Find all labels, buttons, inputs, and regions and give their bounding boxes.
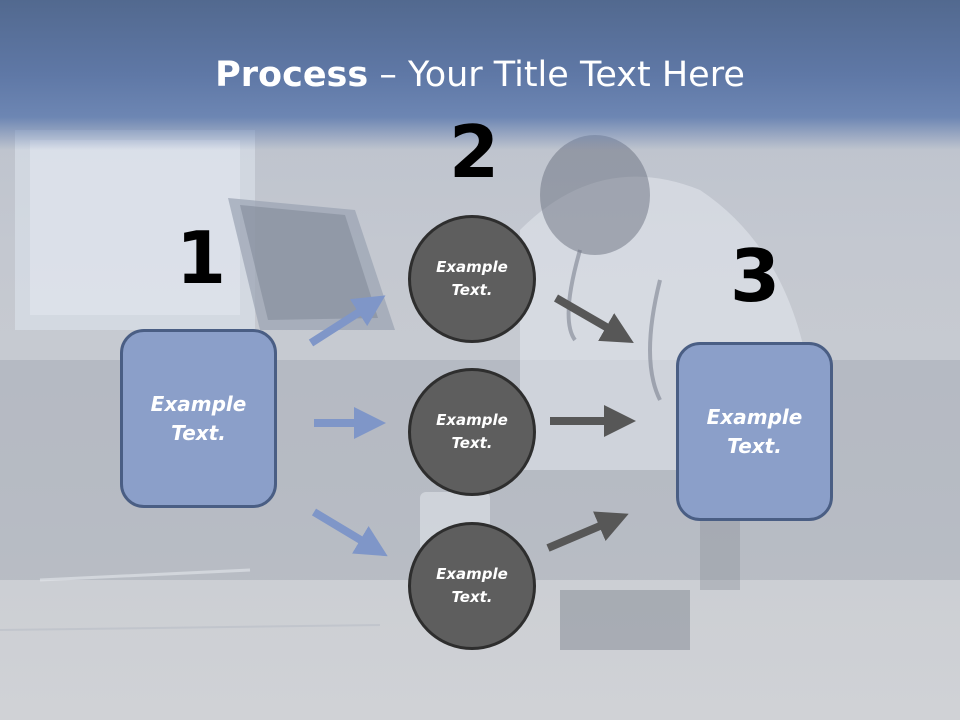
arrow-from-circle-1: [553, 294, 634, 344]
circle-3-text-line2: Text.: [451, 588, 493, 606]
arrow-to-circle-3: [311, 508, 388, 557]
arrow-from-circle-3: [546, 511, 629, 552]
left-step-box[interactable]: Example Text.: [120, 329, 277, 508]
left-box-text-line1: Example: [150, 391, 247, 416]
circle-3-text-line1: Example: [436, 565, 508, 583]
title-rest-part: – Your Title Text Here: [368, 55, 745, 95]
circle-1-text-line2: Text.: [451, 281, 493, 299]
right-box-text-line1: Example: [706, 404, 803, 429]
circle-step-3[interactable]: Example Text.: [408, 522, 536, 650]
right-step-box[interactable]: Example Text.: [676, 342, 833, 521]
title-band: [0, 0, 960, 150]
slide-title: Process – Your Title Text Here: [0, 50, 960, 100]
title-bold-part: Process: [215, 55, 369, 95]
circle-step-1[interactable]: Example Text.: [408, 215, 536, 343]
left-box-text-line2: Text.: [171, 420, 226, 445]
arrow-to-circle-1: [308, 295, 386, 347]
step-number-2: 2: [449, 110, 500, 194]
step-number-3: 3: [730, 234, 781, 318]
circle-1-text-line1: Example: [436, 258, 508, 276]
circle-2-text-line2: Text.: [451, 434, 493, 452]
step-number-1: 1: [176, 216, 227, 300]
circle-step-2[interactable]: Example Text.: [408, 368, 536, 496]
right-box-text-line2: Text.: [727, 433, 782, 458]
circle-2-text-line1: Example: [436, 411, 508, 429]
